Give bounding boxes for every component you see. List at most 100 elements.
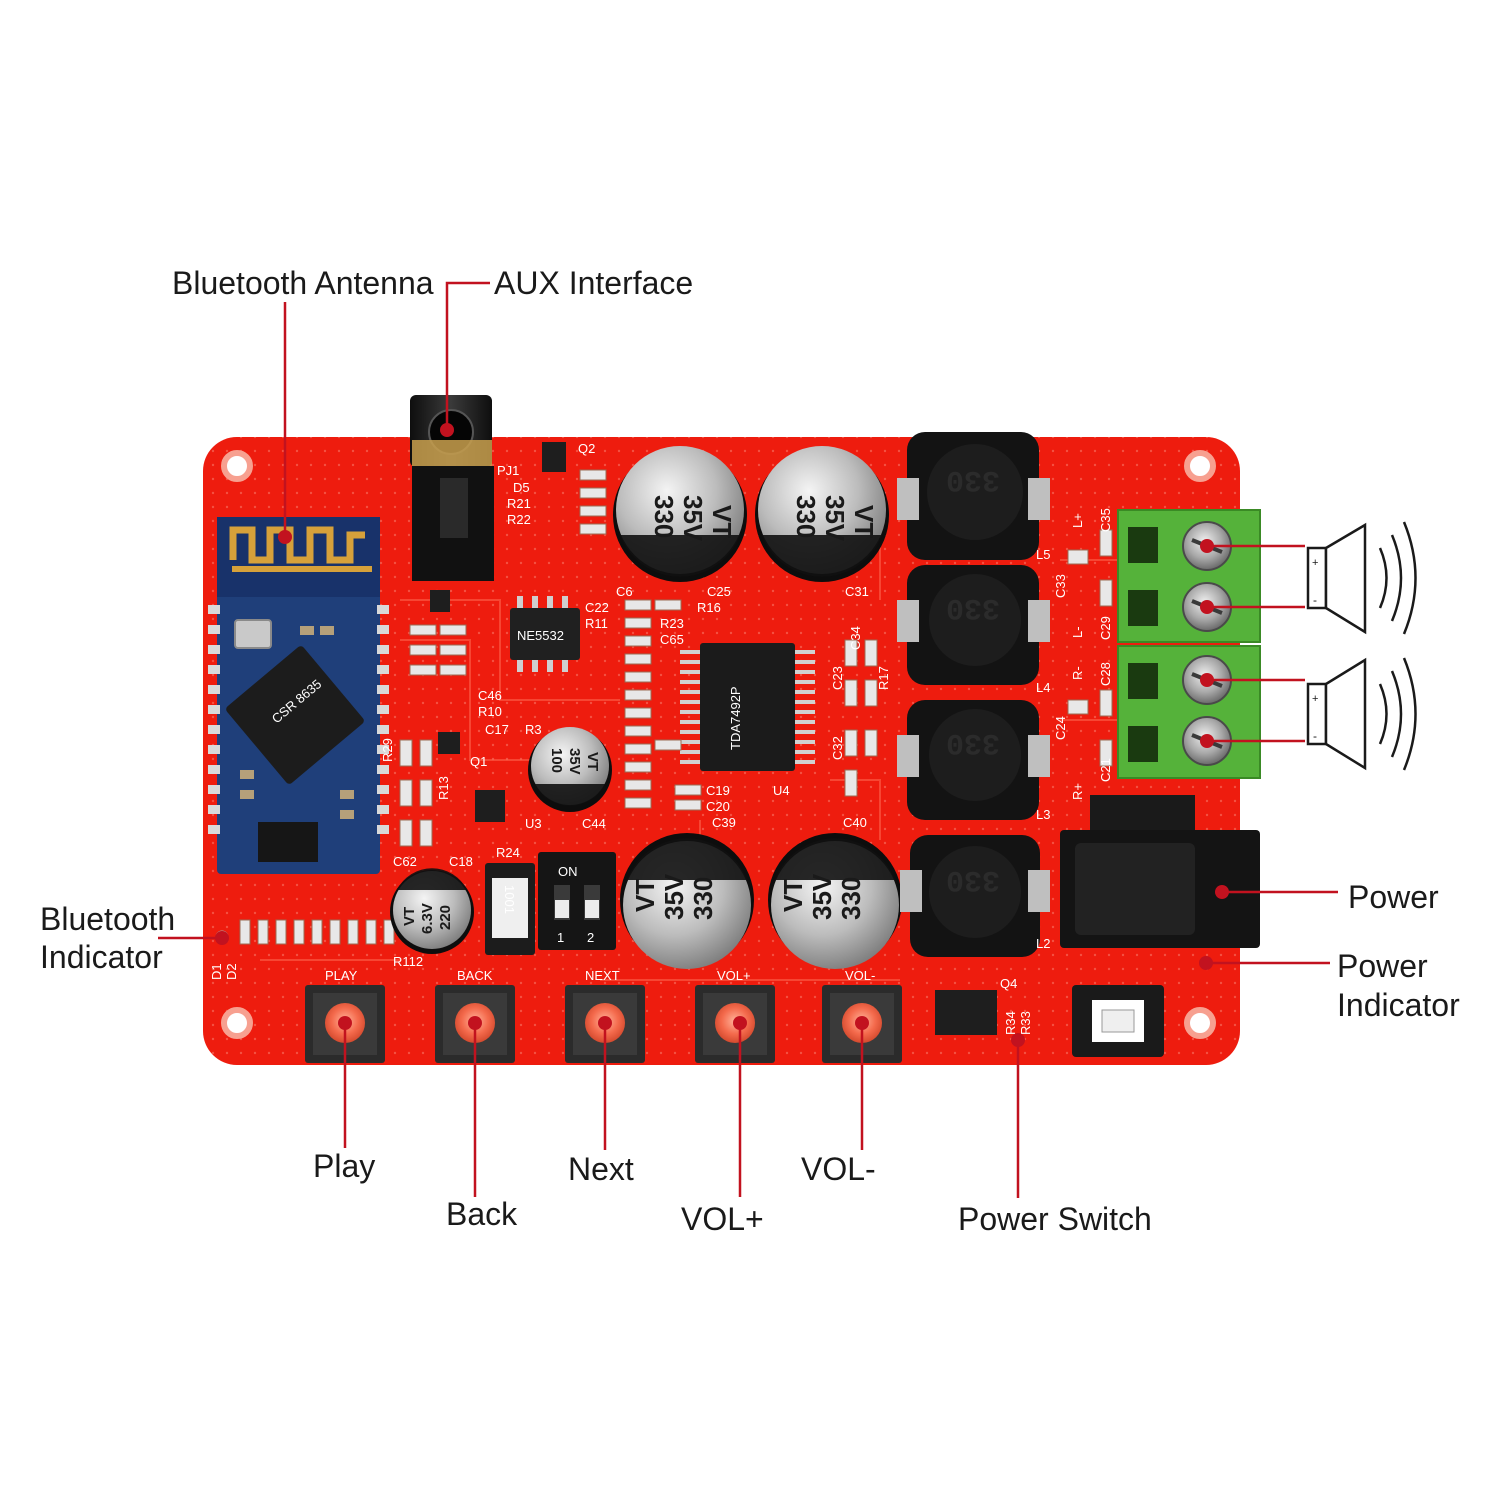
silk-c34: C34 xyxy=(848,626,863,650)
callout-dots xyxy=(215,423,1229,1047)
silk-l-minus: L- xyxy=(1070,626,1085,638)
speaker-left-icon: + - xyxy=(1306,521,1417,635)
label-bluetooth-indicator-line1: Bluetooth xyxy=(40,901,176,937)
silk-back: BACK xyxy=(457,968,493,983)
inductor-l2: 330 xyxy=(900,835,1050,957)
silk-l5: L5 xyxy=(1036,547,1050,562)
silk-q2: Q2 xyxy=(578,441,595,456)
silk-r29: R29 xyxy=(380,738,395,762)
label-next: Next xyxy=(568,1151,634,1187)
cap-small-c62-voltage: 6.3V xyxy=(419,903,436,934)
silk-dip1: 1 xyxy=(557,930,564,945)
silk-c35: C35 xyxy=(1098,508,1113,532)
op-amp-chip xyxy=(510,608,580,660)
cap-c31-series: VT xyxy=(849,505,879,538)
silk-r16: R16 xyxy=(697,600,721,615)
inductor-l5-label: 330 xyxy=(946,462,1000,496)
speaker-terminal-block xyxy=(1117,509,1261,779)
cap-c40-value: 330 xyxy=(836,877,866,920)
silk-l3: L3 xyxy=(1036,807,1050,822)
silkscreen-labels: PLAY BACK NEXT VOL+ VOL- ON 1 2 PJ1 Q2 D… xyxy=(209,441,1113,1035)
label-vol-down: VOL- xyxy=(801,1151,876,1187)
silk-r10: R10 xyxy=(478,704,502,719)
cap-c31-value: 330 xyxy=(791,495,821,538)
silk-c20: C20 xyxy=(706,799,730,814)
silk-u4: U4 xyxy=(773,783,790,798)
silk-r13: R13 xyxy=(436,776,451,800)
silk-d5: D5 xyxy=(513,480,530,495)
silk-r-plus: R+ xyxy=(1070,783,1085,800)
cap-c39-voltage: 35V xyxy=(659,873,689,920)
aux-jack xyxy=(410,395,494,581)
silk-pj1: PJ1 xyxy=(497,463,519,478)
silk-play: PLAY xyxy=(325,968,358,983)
silk-c17: C17 xyxy=(485,722,509,737)
silk-c62: C62 xyxy=(393,854,417,869)
silk-u3: U3 xyxy=(525,816,542,831)
mosfet-q4 xyxy=(935,990,997,1035)
cap-small-c62-series: VT xyxy=(401,907,418,926)
power-switch-component xyxy=(1072,985,1164,1057)
label-power: Power xyxy=(1348,879,1439,915)
cap-c25-voltage: 35V xyxy=(678,495,708,542)
capacitor-c39: 330 35V VT xyxy=(620,833,754,969)
dc-power-jack xyxy=(1060,795,1260,948)
silk-c23: C23 xyxy=(830,666,845,690)
transistors xyxy=(430,442,566,822)
capacitor-c31: 330 35V VT xyxy=(755,446,889,582)
bluetooth-module: CSR 8635 xyxy=(208,517,389,874)
callout-lines xyxy=(158,281,1338,1198)
silk-c19: C19 xyxy=(706,783,730,798)
silk-c18: C18 xyxy=(449,854,473,869)
cap-c25-series: VT xyxy=(707,505,737,538)
label-play: Play xyxy=(313,1148,376,1184)
silk-r11: R11 xyxy=(585,616,608,631)
silk-q1: Q1 xyxy=(470,754,487,769)
cap-c31-voltage: 35V xyxy=(820,495,850,542)
silk-c21: C21 xyxy=(1098,758,1113,782)
inductor-l3-label: 330 xyxy=(946,725,1000,759)
cap-c39-value: 330 xyxy=(688,877,718,920)
cap-c40-series: VT xyxy=(778,879,808,912)
op-amp-label: NE5532 xyxy=(517,628,564,643)
cap-small-u3-voltage: 35V xyxy=(566,748,583,775)
silk-c65: C65 xyxy=(660,632,684,647)
silk-d1: D1 xyxy=(209,963,224,980)
capacitor-small-u3: 100 35V VT xyxy=(528,727,612,812)
inductor-l5: 330 xyxy=(897,432,1050,560)
speaker-right-icon: + - xyxy=(1306,657,1417,771)
silk-dip2: 2 xyxy=(587,930,594,945)
silk-l2: L2 xyxy=(1036,936,1050,951)
silk-r22: R22 xyxy=(507,512,531,527)
silk-r-minus: R- xyxy=(1070,666,1085,680)
cap-c40-voltage: 35V xyxy=(807,873,837,920)
label-power-indicator-line1: Power xyxy=(1337,948,1428,984)
silk-c40: C40 xyxy=(843,815,867,830)
label-bluetooth-indicator-line2: Indicator xyxy=(40,939,163,975)
capacitor-c25: 330 35V VT xyxy=(613,446,747,582)
silk-q4: Q4 xyxy=(1000,976,1017,991)
silk-c46: C46 xyxy=(478,688,502,703)
label-aux-interface: AUX Interface xyxy=(494,265,694,301)
capacitor-c40: 330 35V VT xyxy=(768,833,902,969)
silk-on: ON xyxy=(558,864,578,879)
inductor-l4: 330 xyxy=(897,565,1050,685)
label-vol-up: VOL+ xyxy=(681,1201,764,1237)
dip-switch xyxy=(538,852,616,950)
silk-r21: R21 xyxy=(507,496,531,511)
cap-small-c62-value: 220 xyxy=(437,905,454,930)
silk-c31: C31 xyxy=(845,584,869,599)
silk-r33: R33 xyxy=(1018,1011,1033,1035)
silk-c25: C25 xyxy=(707,584,731,599)
silk-d2: D2 xyxy=(224,963,239,980)
silk-r34: R34 xyxy=(1003,1011,1018,1035)
silk-r3: R3 xyxy=(525,722,542,737)
silk-c28: C28 xyxy=(1098,662,1113,686)
silk-c44: C44 xyxy=(582,816,606,831)
label-bluetooth-antenna: Bluetooth Antenna xyxy=(172,265,434,301)
cap-c25-value: 330 xyxy=(649,495,679,538)
silk-next: NEXT xyxy=(585,968,620,983)
silk-l-plus: L+ xyxy=(1070,513,1085,528)
silk-r112: R112 xyxy=(393,954,423,969)
